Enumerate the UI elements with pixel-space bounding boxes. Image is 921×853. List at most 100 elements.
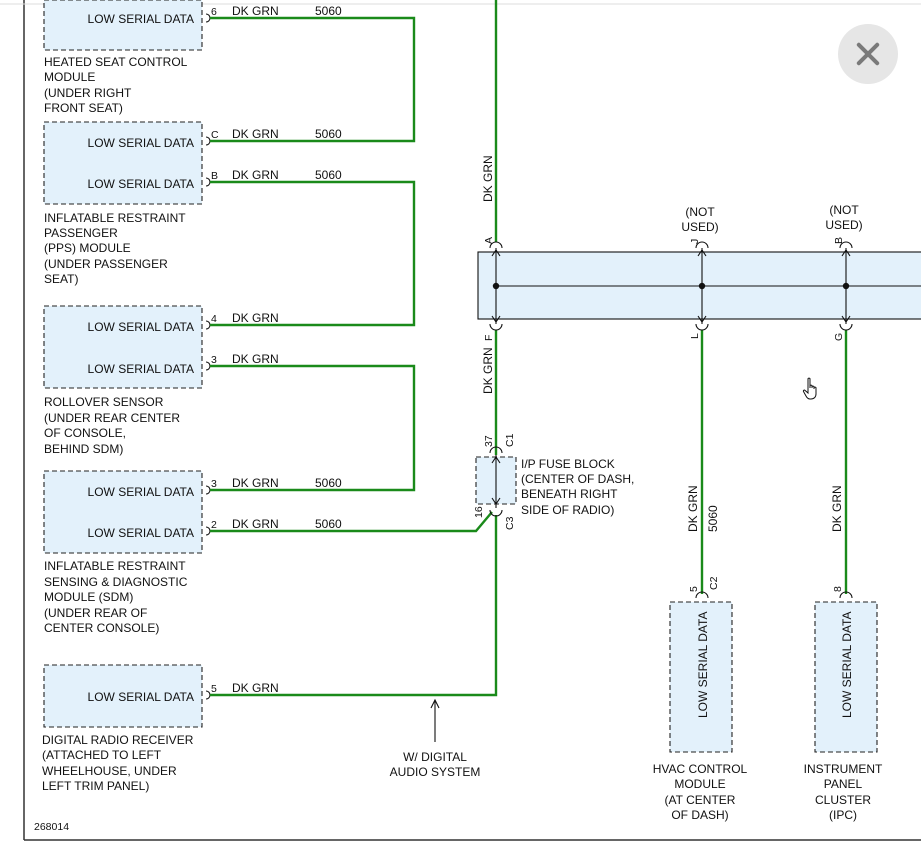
radio-name-4: LEFT TRIM PANEL) <box>42 779 149 793</box>
ipc-signal: LOW SERIAL DATA <box>840 612 854 718</box>
heated-seat-signal: LOW SERIAL DATA <box>88 12 194 26</box>
fuse-pin-bottom: 16 <box>473 506 485 518</box>
option-note-1: W/ DIGITAL <box>403 750 467 764</box>
fuse-conn-bottom: C3 <box>504 516 516 530</box>
pps-name-2: PASSENGER <box>44 226 118 240</box>
fuse-name-1: I/P FUSE BLOCK <box>521 457 615 471</box>
radio-signal: LOW SERIAL DATA <box>88 690 194 704</box>
rollover-name-3: OF CONSOLE, <box>44 426 126 440</box>
option-note-2: AUDIO SYSTEM <box>390 765 481 779</box>
main-wire-color-top: DK GRN <box>481 155 495 202</box>
ipc-pin: 8 <box>832 586 844 592</box>
close-button[interactable] <box>838 24 898 84</box>
sdm-wire-color-2: DK GRN <box>232 517 279 531</box>
splice-pin-g: G <box>833 333 845 341</box>
pps-wire-color-2: DK GRN <box>232 168 279 182</box>
fuse-pin-top: 37 <box>483 435 495 447</box>
ip-fuse-block: 37 C1 16 C3 I/P FUSE BLOCK (CENTER OF DA… <box>473 433 634 530</box>
ipc-wire-color: DK GRN <box>830 485 844 532</box>
fuse-name-3: BENEATH RIGHT <box>521 487 618 501</box>
rollover-pin-1: 4 <box>211 313 217 325</box>
sdm-pin-2: 2 <box>211 519 217 531</box>
hvac-name-3: (AT CENTER <box>665 793 736 807</box>
splice-pin-a: A <box>483 237 495 244</box>
fuse-conn-top: C1 <box>504 433 516 447</box>
sdm-signal-1: LOW SERIAL DATA <box>88 485 194 499</box>
not-used-b-1: (NOT <box>829 203 859 217</box>
sdm-name-5: CENTER CONSOLE) <box>44 621 159 635</box>
rollover-pin-2: 3 <box>211 354 217 366</box>
pps-signal-1: LOW SERIAL DATA <box>88 136 194 150</box>
ipc-name-4: (IPC) <box>829 808 857 822</box>
left-terminals <box>205 13 211 700</box>
digital-radio-receiver: LOW SERIAL DATA DIGITAL RADIO RECEIVER (… <box>42 664 203 793</box>
heated-seat-name-1: HEATED SEAT CONTROL <box>44 55 188 69</box>
hvac-name-1: HVAC CONTROL <box>653 762 748 776</box>
sdm-name-3: MODULE (SDM) <box>44 590 133 604</box>
hvac-name-2: MODULE <box>674 777 725 791</box>
radio-wire-color: DK GRN <box>232 681 279 695</box>
splice-pin-b: B <box>833 237 845 244</box>
not-used-b-2: USED) <box>825 218 862 232</box>
fuse-name-4: SIDE OF RADIO) <box>521 503 614 517</box>
splice-pack: A F J L B G (NOT USED) (NOT USED) <box>477 203 921 341</box>
hand-cursor-icon <box>802 377 817 400</box>
left-wire-labels: 6 DK GRN 5060 C DK GRN 5060 B DK GRN 506… <box>211 4 342 695</box>
pps-module: LOW SERIAL DATA LOW SERIAL DATA INFLATAB… <box>43 121 203 286</box>
radio-name-2: (ATTACHED TO LEFT <box>42 748 162 762</box>
sdm-name-4: (UNDER REAR OF <box>44 606 147 620</box>
sdm-name-2: SENSING & DIAGNOSTIC <box>44 575 188 589</box>
pps-circuit-2: 5060 <box>315 168 342 182</box>
pps-name-3: (PPS) MODULE <box>44 241 131 255</box>
pps-signal-2: LOW SERIAL DATA <box>88 177 194 191</box>
sdm-circuit-2: 5060 <box>315 517 342 531</box>
not-used-j-2: USED) <box>681 220 718 234</box>
heated-seat-wire-color: DK GRN <box>232 4 279 18</box>
rollover-sensor: LOW SERIAL DATA LOW SERIAL DATA ROLLOVER… <box>43 305 203 456</box>
pps-pin-1: C <box>211 129 219 141</box>
wires <box>210 0 848 697</box>
rollover-name-1: ROLLOVER SENSOR <box>44 395 164 409</box>
instrument-panel-cluster: 8 LOW SERIAL DATA INSTRUMENT PANEL CLUST… <box>804 586 883 822</box>
sdm-wire-color-1: DK GRN <box>232 476 279 490</box>
sdm-name-1: INFLATABLE RESTRAINT <box>44 559 186 573</box>
hvac-wire-circuit: 5060 <box>706 505 720 532</box>
ipc-name-1: INSTRUMENT <box>804 762 883 776</box>
splice-pin-l: L <box>689 333 701 339</box>
hvac-signal: LOW SERIAL DATA <box>696 612 710 718</box>
pps-circuit-1: 5060 <box>315 127 342 141</box>
radio-name-3: WHEELHOUSE, UNDER <box>42 764 177 778</box>
hvac-control-module: 5 C2 LOW SERIAL DATA HVAC CONTROL MODULE… <box>653 576 748 822</box>
heated-seat-circuit: 5060 <box>315 4 342 18</box>
pps-name-1: INFLATABLE RESTRAINT <box>44 211 186 225</box>
rollover-signal-1: LOW SERIAL DATA <box>88 320 194 334</box>
pps-name-4: (UNDER PASSENGER <box>44 257 168 271</box>
heated-seat-pin: 6 <box>211 6 217 18</box>
hvac-wire-color: DK GRN <box>686 485 700 532</box>
rollover-name-2: (UNDER REAR CENTER <box>44 411 180 425</box>
option-note: W/ DIGITAL AUDIO SYSTEM <box>390 698 481 779</box>
sdm-module: LOW SERIAL DATA LOW SERIAL DATA INFLATAB… <box>43 470 203 635</box>
vertical-wire-labels: DK GRN DK GRN DK GRN 5060 DK GRN <box>481 155 844 532</box>
heated-seat-name-3: (UNDER RIGHT <box>44 86 132 100</box>
pps-wire-color-1: DK GRN <box>232 127 279 141</box>
main-wire-color-mid: DK GRN <box>481 347 495 394</box>
rollover-signal-2: LOW SERIAL DATA <box>88 362 194 376</box>
pps-pin-2: B <box>211 170 218 182</box>
fuse-name-2: (CENTER OF DASH, <box>521 472 634 486</box>
rollover-wire-color-1: DK GRN <box>232 311 279 325</box>
not-used-j-1: (NOT <box>685 205 715 219</box>
rollover-wire-color-2: DK GRN <box>232 352 279 366</box>
rollover-name-4: BEHIND SDM) <box>44 442 123 456</box>
heated-seat-module: LOW SERIAL DATA HEATED SEAT CONTROL MODU… <box>43 0 203 115</box>
hvac-pin: 5 <box>688 586 700 592</box>
diagram-id: 268014 <box>34 821 69 833</box>
ipc-name-3: CLUSTER <box>815 793 871 807</box>
pps-name-5: SEAT) <box>44 272 78 286</box>
radio-pin: 5 <box>211 683 217 695</box>
heated-seat-name-2: MODULE <box>44 70 95 84</box>
radio-name-1: DIGITAL RADIO RECEIVER <box>42 733 194 747</box>
splice-pin-f: F <box>483 335 495 341</box>
splice-pin-j: J <box>689 239 701 244</box>
